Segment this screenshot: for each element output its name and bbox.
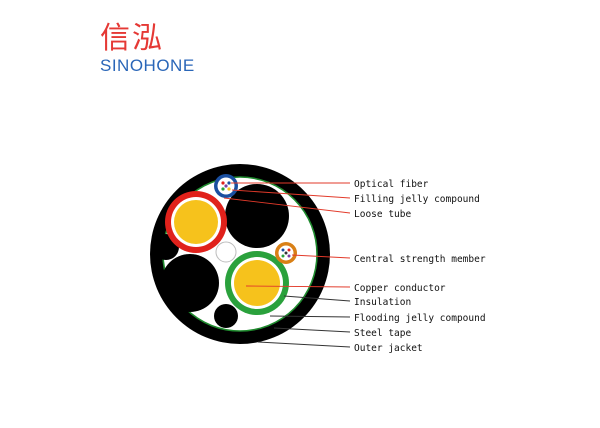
brand-logo: 信泓 SINOHONE — [100, 22, 210, 78]
copper-conductor-green — [234, 260, 280, 306]
brand-name-chinese: 信泓 — [100, 21, 164, 56]
label-loose-tube: Loose tube — [354, 209, 411, 220]
copper-conductor-red — [174, 200, 218, 244]
loose-tube-top — [214, 174, 238, 198]
brand-name-english: SINOHONE — [100, 56, 195, 75]
leader-lines — [223, 182, 351, 348]
loose-tube-right — [275, 242, 297, 264]
label-optical-fiber: Optical fiber — [354, 179, 429, 190]
label-outer-jacket: Outer jacket — [354, 343, 423, 354]
label-copper-conductor: Copper conductor — [354, 283, 446, 294]
label-insulation: Insulation — [354, 297, 411, 308]
label-central-strength-member: Central strength member — [354, 254, 486, 265]
label-steel-tape: Steel tape — [354, 328, 411, 339]
label-flooding-jelly-compound: Flooding jelly compound — [354, 313, 486, 324]
black-core-bottom-left — [161, 254, 219, 312]
central-strength-member — [215, 241, 237, 263]
black-core-small-bottom — [214, 304, 238, 328]
label-filling-jelly-compound: Filling jelly compound — [354, 194, 480, 205]
